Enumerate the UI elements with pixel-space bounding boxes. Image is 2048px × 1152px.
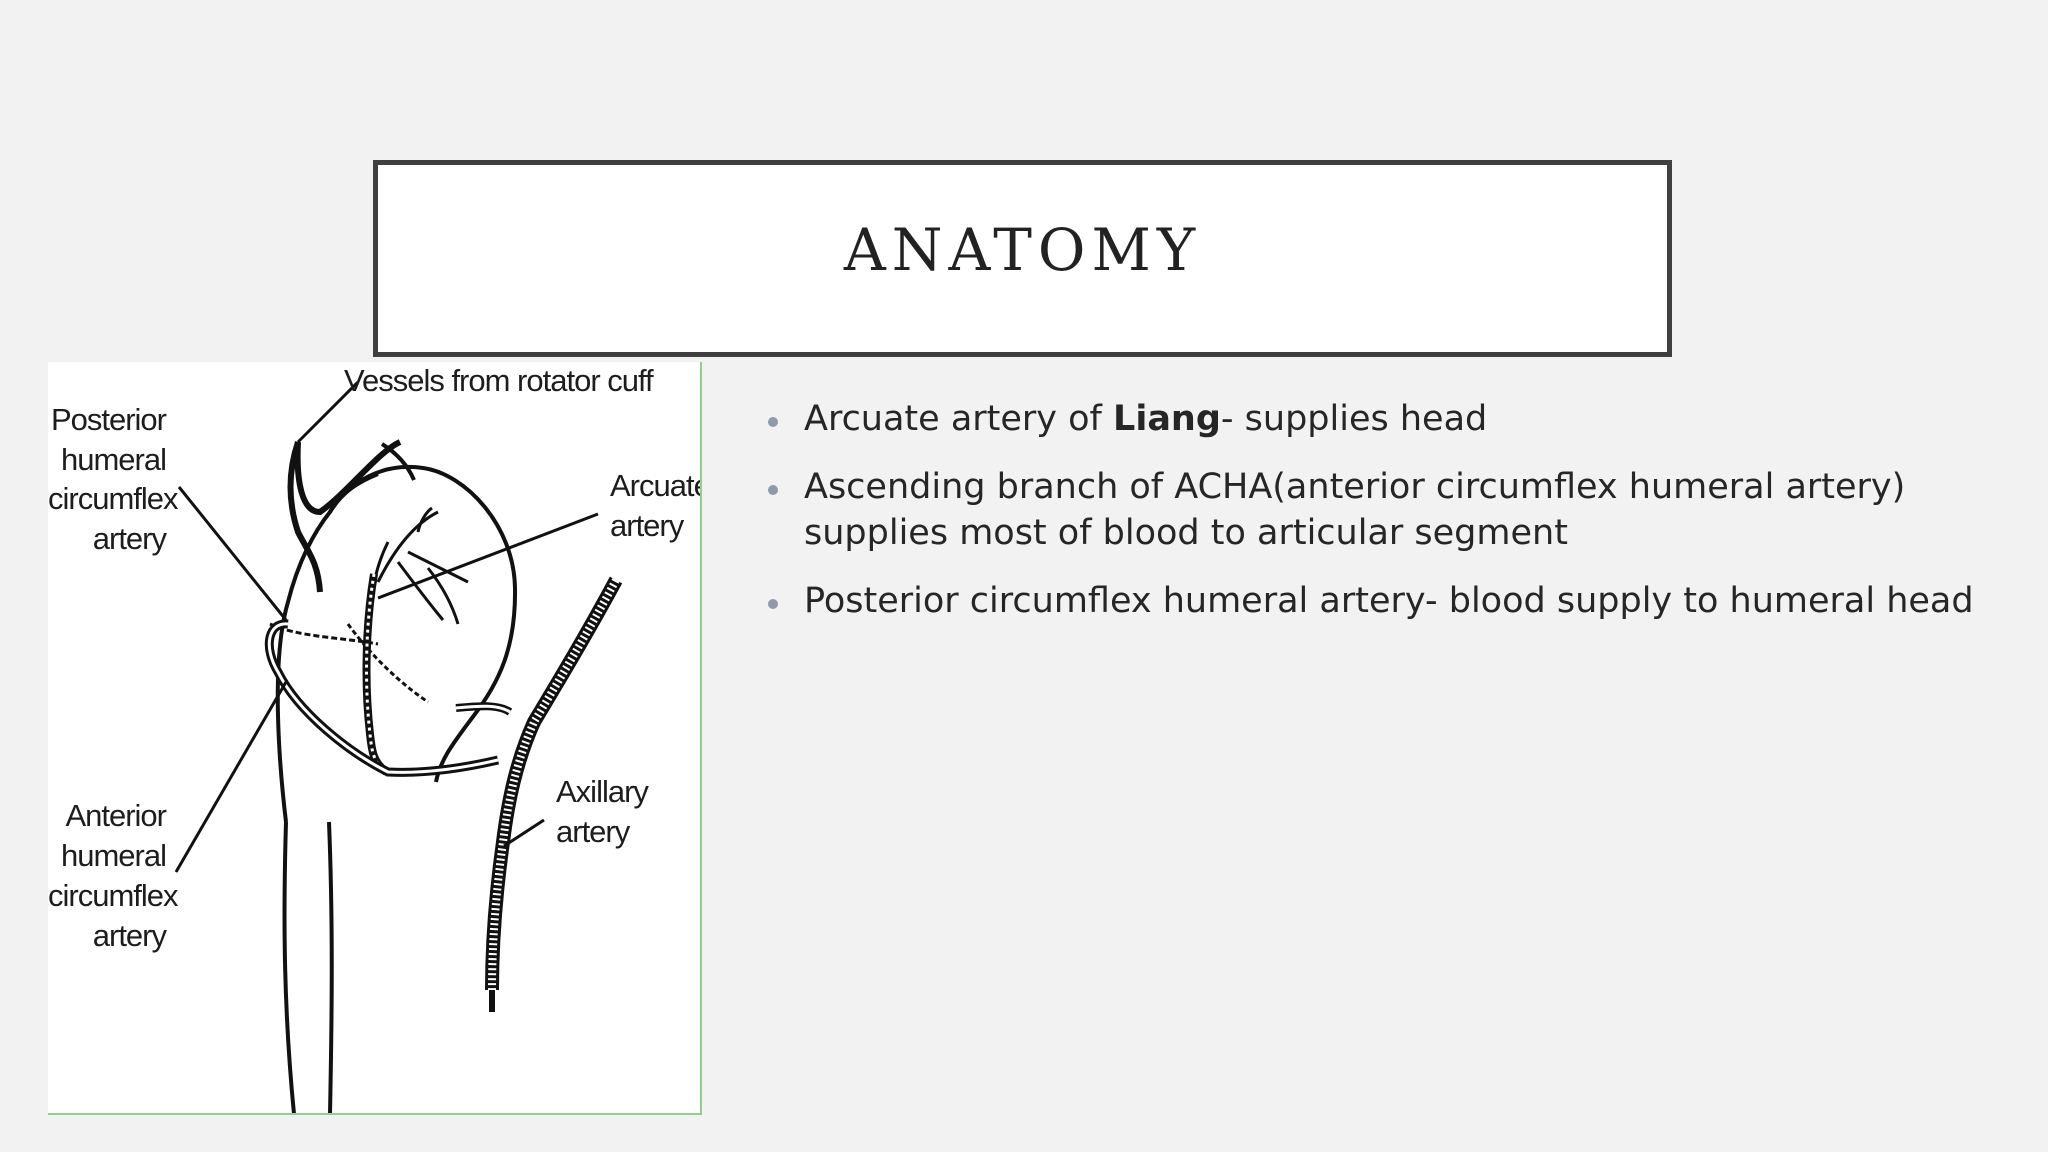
bullet-dot-icon: [768, 417, 778, 427]
bullet-text: Posterior circumflex humeral artery- blo…: [804, 581, 1974, 621]
posterior-label-line: Posterior: [50, 402, 167, 437]
bullet-dot-icon: [768, 599, 778, 609]
title-box: ANATOMY: [373, 160, 1672, 357]
axillary-label-line: artery: [556, 814, 630, 849]
bullet-item: Ascending branch of ACHA(anterior circum…: [768, 464, 2028, 556]
bullet-item: Posterior circumflex humeral artery- blo…: [768, 578, 2028, 624]
posterior-label-line: artery: [92, 520, 167, 556]
axillary-artery-label: Axillary artery: [556, 772, 666, 852]
bullet-dot-icon: [768, 485, 778, 495]
slide-title: ANATOMY: [843, 216, 1202, 284]
arcuate-label-line: Arcuate: [610, 468, 702, 503]
anterior-label-line: circumflex: [48, 878, 179, 913]
posterior-label-line: circumflex: [48, 481, 179, 516]
bullet-prefix: Arcuate artery of: [804, 399, 1114, 439]
bullet-item: Arcuate artery of Liang- supplies head: [768, 396, 2028, 442]
arcuate-artery-label: Arcuate artery: [610, 466, 702, 546]
axillary-label-line: Axillary: [556, 774, 649, 809]
anterior-label-line: humeral: [61, 838, 167, 873]
vessels-label: Vessels from rotator cuff: [344, 363, 654, 398]
posterior-label-line: humeral: [61, 441, 167, 477]
bullet-list: Arcuate artery of Liang- supplies head A…: [768, 396, 2028, 646]
posterior-humeral-circumflex-label: Posterior humeral circumflex artery: [48, 400, 179, 558]
arcuate-label-line: artery: [610, 508, 684, 543]
anterior-label-line: Anterior: [65, 798, 167, 833]
anterior-humeral-circumflex-label: Anterior humeral circumflex artery: [48, 796, 179, 956]
bullet-text: Ascending branch of ACHA(anterior circum…: [804, 467, 1906, 553]
anterior-label-line: artery: [92, 918, 167, 953]
humeral-head-vascular-diagram: Vessels from rotator cuff Posterior hume…: [48, 362, 702, 1115]
bullet-bold-name: Liang: [1113, 399, 1221, 439]
humerus-artery-line-drawing: [174, 380, 623, 1113]
bullet-suffix: - supplies head: [1220, 399, 1488, 439]
